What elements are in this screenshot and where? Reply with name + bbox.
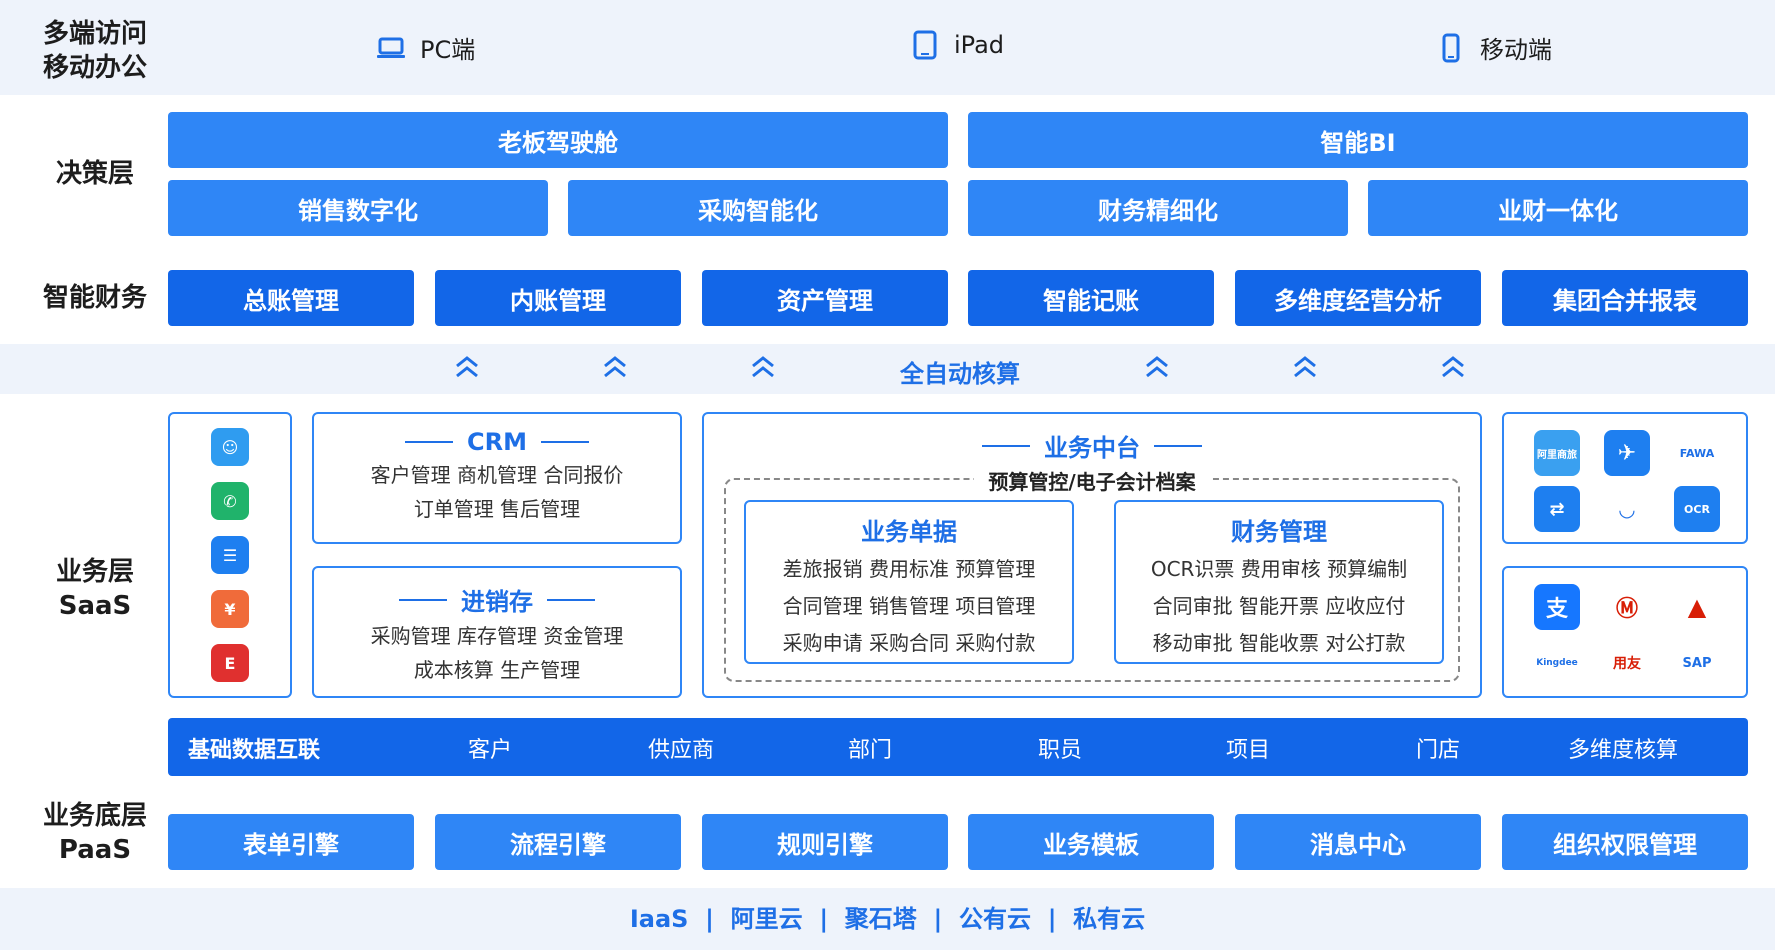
flow-engine-button[interactable]: 流程引擎 [435,814,681,870]
decision-label: 决策层 [55,159,134,189]
cmb-logo: Ⓜ [1604,584,1650,630]
access-ipad-label: iPad [954,31,1005,59]
finance-mgmt-box: 财务管理 OCR识票 费用审核 预算编制 合同审批 智能开票 应收应付 移动审批… [1114,500,1444,664]
didi-logo: ◡ [1604,486,1650,532]
docs-line-3: 采购申请 采购合同 采购付款 [782,631,1036,655]
alipay-logo: 支 [1534,584,1580,630]
double-chevron-up-icon [1294,356,1316,378]
double-chevron-up-icon [752,356,774,378]
jxc-line-2: 成本核算 生产管理 [413,658,581,682]
data-store[interactable]: 门店 [1416,738,1461,763]
jxc-line-1: 采购管理 库存管理 资金管理 [370,624,624,648]
ccb-logo: ▲ [1674,584,1720,630]
finance-fine-button[interactable]: 财务精细化 [968,180,1348,236]
ctrip-logo: ✈ [1604,430,1650,476]
access-ipad: iPad [910,30,1004,60]
badge-icon[interactable]: ¥ [211,590,249,628]
app-icon-column: ☺ ✆ ☰ ¥ E [168,412,292,698]
ocr-logo: OCR [1674,486,1720,532]
access-band [0,0,1775,95]
access-pc-label: PC端 [420,36,476,64]
business-center-box: 业务中台 预算管控/电子会计档案 业务单据 差旅报销 费用标准 预算管理 合同管… [702,412,1482,698]
rule-engine-button[interactable]: 规则引擎 [702,814,948,870]
paas-label: 业务底层 PaaS [42,801,147,865]
elementor-icon[interactable]: E [211,644,249,682]
smart-bookkeeping-button[interactable]: 智能记账 [968,270,1214,326]
business-template-button[interactable]: 业务模板 [968,814,1214,870]
message-center-button[interactable]: 消息中心 [1235,814,1481,870]
fin-line-3: 移动审批 智能收票 对公打款 [1152,631,1406,655]
data-supplier[interactable]: 供应商 [648,738,715,763]
business-finance-button[interactable]: 业财一体化 [1368,180,1748,236]
data-department[interactable]: 部门 [848,738,893,763]
double-chevron-up-icon [1442,356,1464,378]
data-multidim[interactable]: 多维度核算 [1568,738,1679,763]
double-chevron-up-icon [456,356,478,378]
docs-title: 业务单据 [861,518,957,546]
crm-line-1: 客户管理 商机管理 合同报价 [370,463,624,487]
basic-data-bar: 基础数据互联 客户 供应商 部门 职员 项目 门店 多维度核算 [168,718,1748,776]
group-report-button[interactable]: 集团合并报表 [1502,270,1748,326]
crm-line-2: 订单管理 售后管理 [413,497,581,521]
data-customer[interactable]: 客户 [468,738,513,763]
business-center-title: 业务中台 [704,428,1480,463]
kingdee-logo: Kingdee [1534,640,1580,686]
crm-title: CRM [314,428,680,456]
access-mobile: 移动端 [1436,30,1552,65]
center-subtitle: 预算管控/电子会计档案 [974,466,1210,495]
internal-ledger-button[interactable]: 内账管理 [435,270,681,326]
sales-digital-button[interactable]: 销售数字化 [168,180,548,236]
partner-logos-bottom: 支 Ⓜ ▲ Kingdee 用友 SAP [1502,566,1748,698]
jxc-box: 进销存 采购管理 库存管理 资金管理 成本核算 生产管理 [312,566,682,698]
docs-box: 业务单据 差旅报销 费用标准 预算管理 合同管理 销售管理 项目管理 采购申请 … [744,500,1074,664]
docs-line-2: 合同管理 销售管理 项目管理 [782,594,1036,618]
access-mobile-label: 移动端 [1480,36,1552,64]
laptop-icon [377,37,405,58]
fin-line-1: OCR识票 费用审核 预算编制 [1150,557,1408,581]
tablet-icon [913,30,937,60]
contacts-icon[interactable]: ☺ [211,428,249,466]
org-permission-button[interactable]: 组织权限管理 [1502,814,1748,870]
message-icon[interactable]: ☰ [211,536,249,574]
double-chevron-up-icon [604,356,626,378]
iaas-band [0,888,1775,950]
finance-mgmt-title: 财务管理 [1231,518,1327,546]
iaas-line: IaaS | 阿里云 | 聚石塔 | 公有云 | 私有云 [629,905,1146,933]
smart-bi-button[interactable]: 智能BI [968,112,1748,168]
fawa-logo: FAWA [1674,430,1720,476]
form-engine-button[interactable]: 表单引擎 [168,814,414,870]
data-employee[interactable]: 职员 [1038,738,1083,763]
saas-label: 业务层 SaaS [55,557,134,621]
alitrip-logo: 阿里商旅 [1534,430,1580,476]
yonyou-logo: 用友 [1604,640,1650,686]
auto-band [0,344,1775,394]
docs-line-1: 差旅报销 费用标准 预算管理 [782,557,1036,581]
access-label: 多端访问 移动办公 [42,19,147,83]
basic-data-title: 基础数据互联 [188,738,321,763]
phone-icon [1442,33,1460,62]
crm-box: CRM 客户管理 商机管理 合同报价 订单管理 售后管理 [312,412,682,544]
call-icon[interactable]: ✆ [211,482,249,520]
analysis-button[interactable]: 多维度经营分析 [1235,270,1481,326]
purchase-smart-button[interactable]: 采购智能化 [568,180,948,236]
sap-logo: SAP [1674,640,1720,686]
access-pc: PC端 [376,30,475,65]
auto-accounting-label: 全自动核算 [900,360,1020,388]
asset-button[interactable]: 资产管理 [702,270,948,326]
boss-cockpit-button[interactable]: 老板驾驶舱 [168,112,948,168]
ledger-button[interactable]: 总账管理 [168,270,414,326]
finance-label: 智能财务 [42,283,147,313]
data-project[interactable]: 项目 [1226,738,1271,763]
partner-logos-top: 阿里商旅 ✈ FAWA ⇄ ◡ OCR [1502,412,1748,544]
train-logo: ⇄ [1534,486,1580,532]
jxc-title: 进销存 [314,582,680,617]
double-chevron-up-icon [1146,356,1168,378]
fin-line-2: 合同审批 智能开票 应收应付 [1152,594,1406,618]
